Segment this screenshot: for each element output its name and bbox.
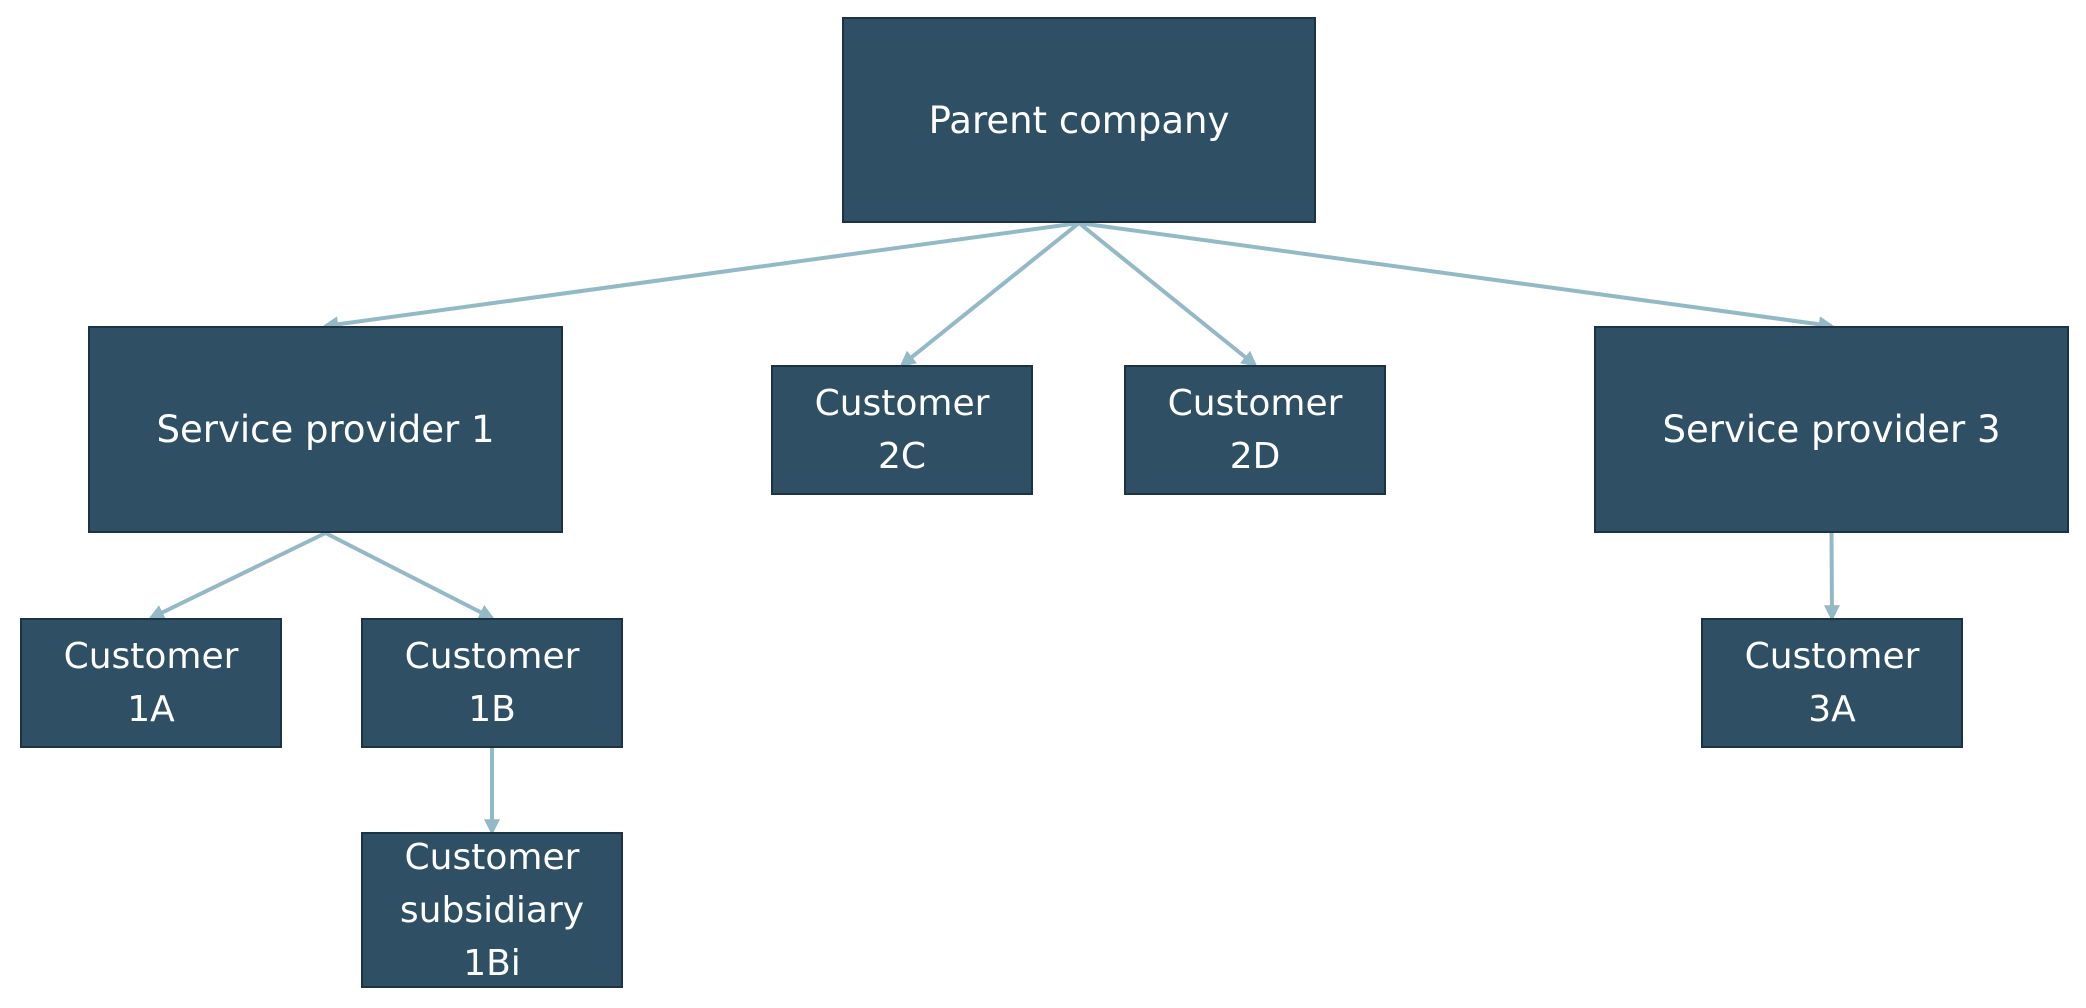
connector-sp1-to-c1a	[148, 531, 327, 620]
node-parent-company: Parent company	[842, 17, 1316, 223]
node-customer-1b: Customer 1B	[361, 618, 623, 748]
connector-parent-to-c2d	[1077, 221, 1258, 368]
node-service-provider-1: Service provider 1	[88, 326, 563, 533]
connector-parent-to-c2c	[899, 221, 1081, 368]
node-label: Customer subsidiary 1Bi	[399, 836, 585, 984]
node-customer-3a: Customer 3A	[1701, 618, 1963, 748]
connector-sp3-to-c3a	[1823, 532, 1840, 622]
connector-parent-to-sp1	[322, 221, 1080, 333]
node-customer-2c: Customer 2C	[771, 365, 1033, 495]
connector-sp1-to-c1b	[324, 531, 495, 620]
node-label: Service provider 3	[1662, 408, 2001, 451]
node-customer-subsidiary-1bi: Customer subsidiary 1Bi	[361, 832, 623, 988]
node-label: Parent company	[928, 98, 1230, 142]
node-customer-2d: Customer 2D	[1124, 365, 1386, 495]
connector-parent-to-sp3	[1078, 221, 1835, 333]
node-label: Customer 3A	[1744, 636, 1920, 730]
node-label: Customer 2C	[814, 383, 990, 477]
node-label: Customer 1A	[63, 636, 239, 730]
node-customer-1a: Customer 1A	[20, 618, 282, 748]
node-label: Customer 1B	[404, 636, 580, 730]
node-label: Customer 2D	[1167, 383, 1343, 477]
node-service-provider-3: Service provider 3	[1594, 326, 2069, 533]
node-label: Service provider 1	[156, 408, 495, 451]
